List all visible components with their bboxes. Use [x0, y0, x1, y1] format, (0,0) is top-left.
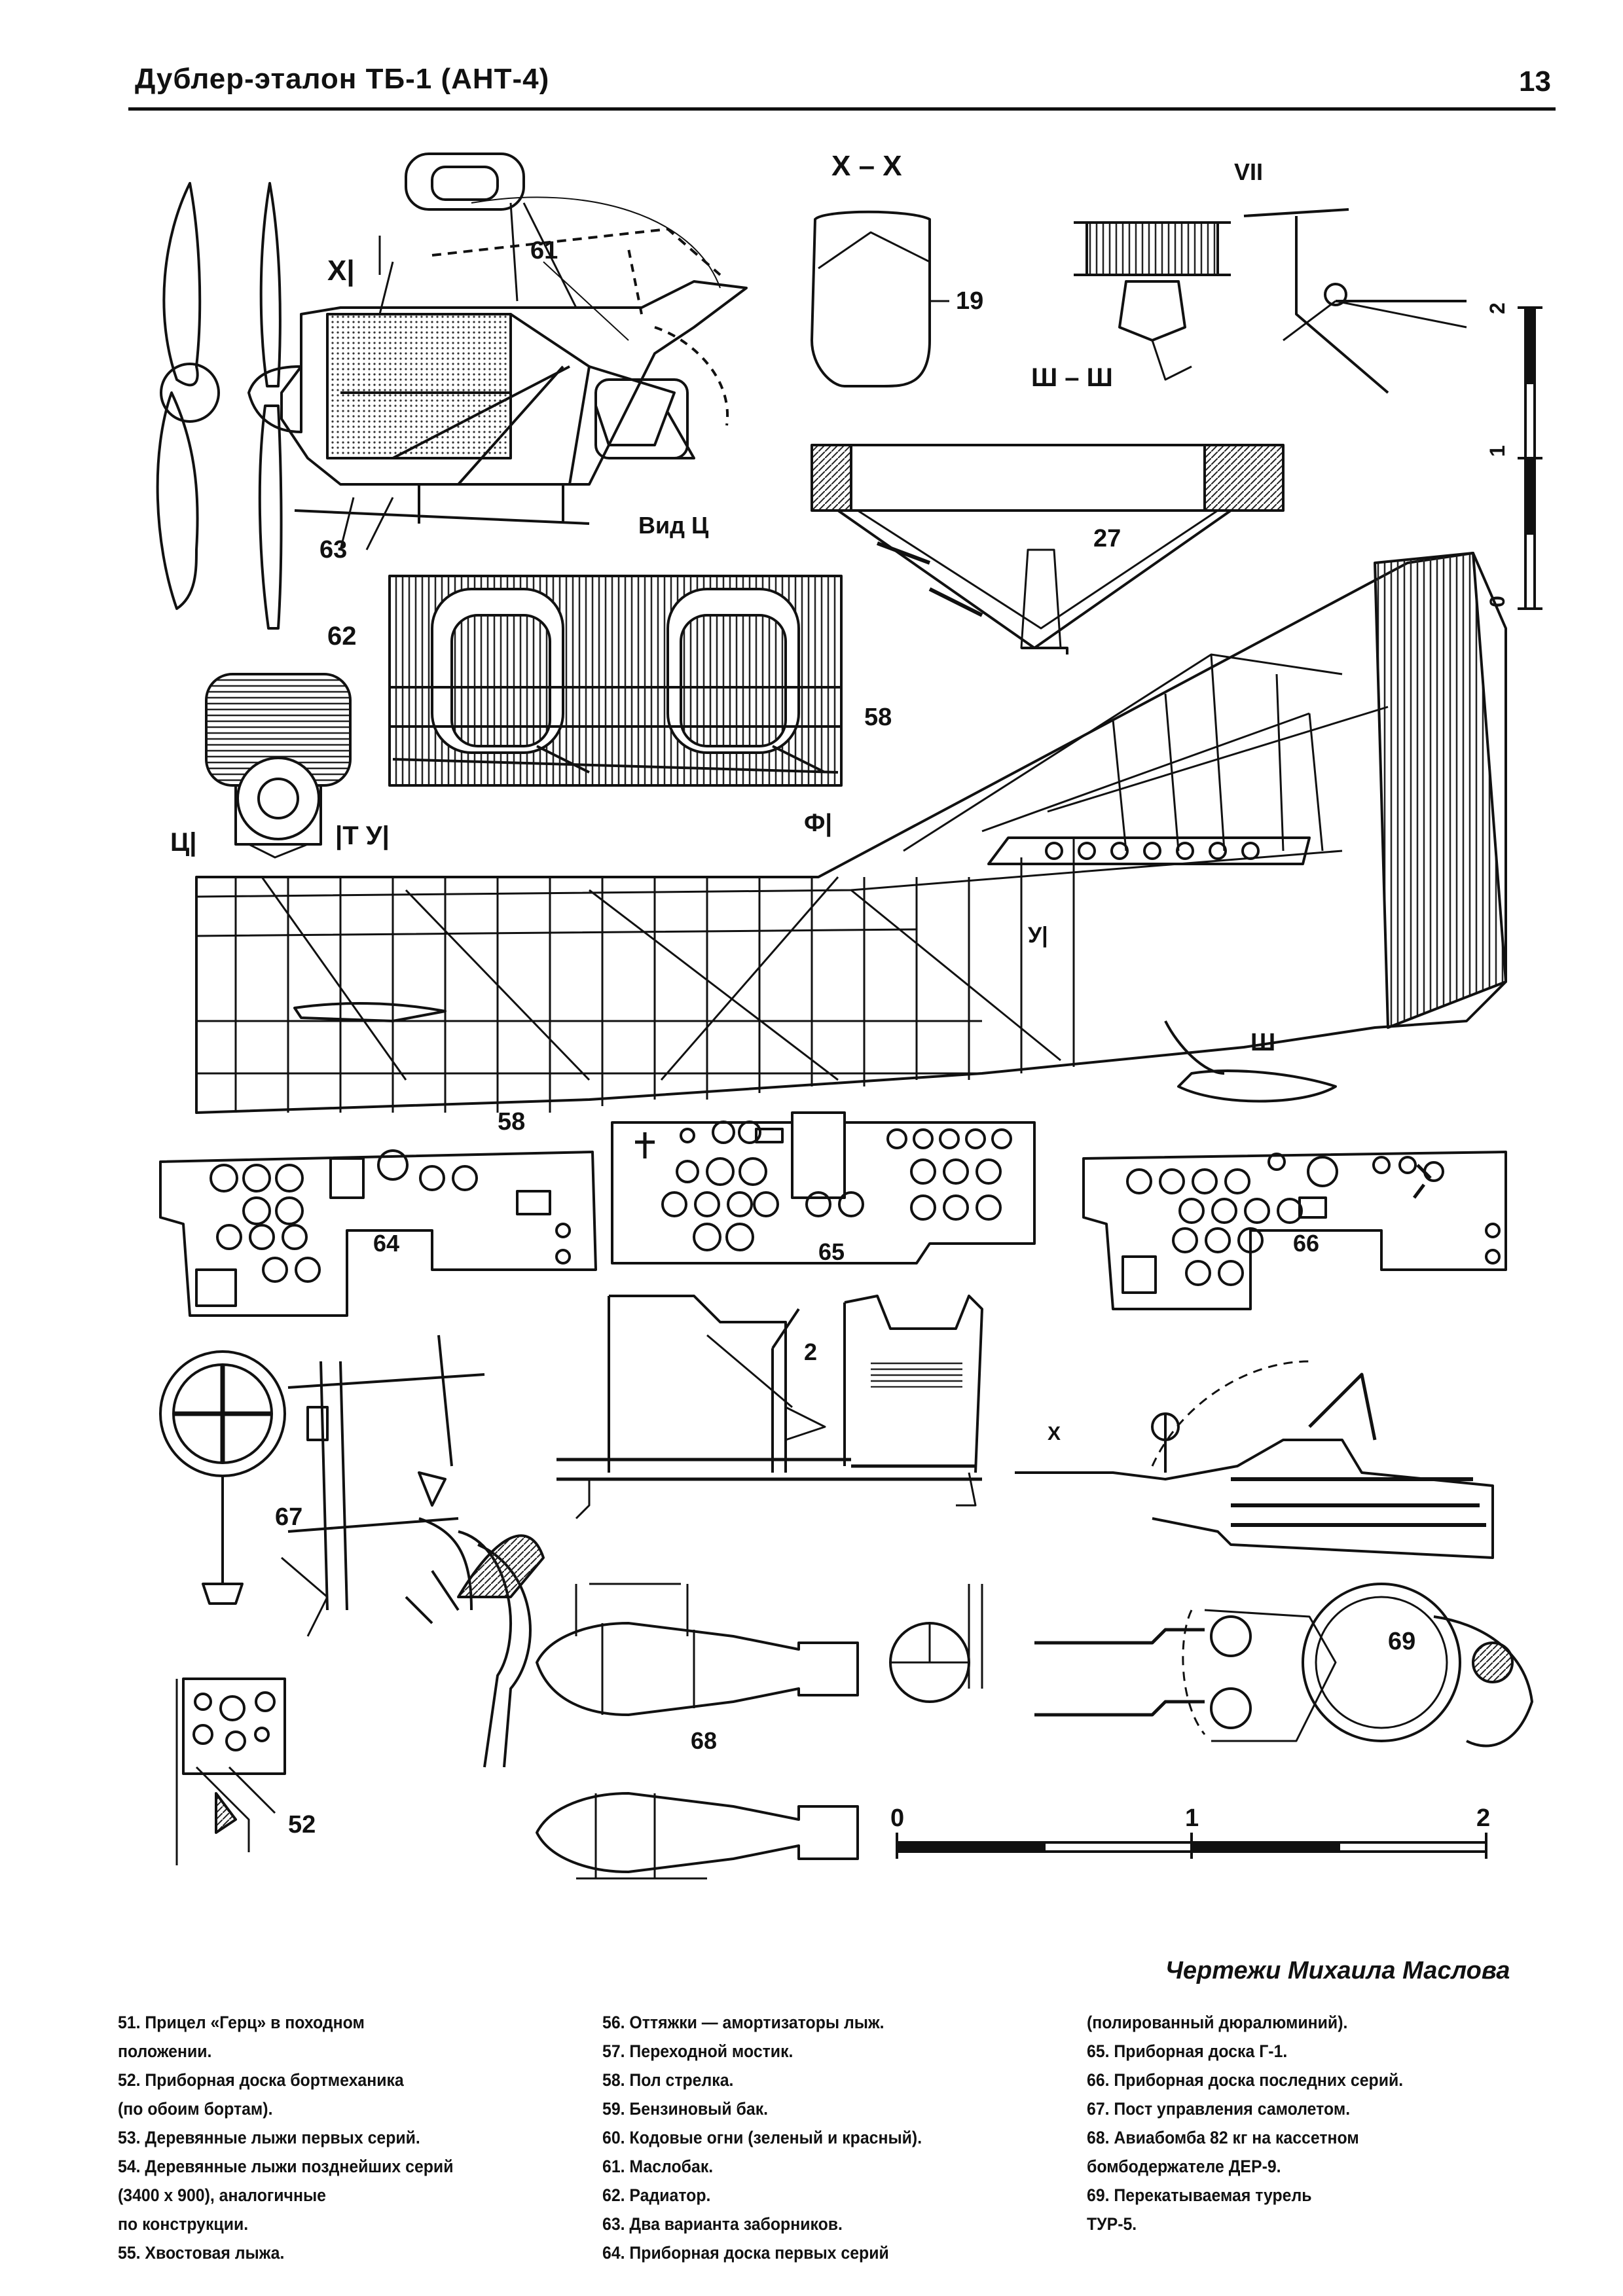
caption-line: 69. Перекатываемая турель: [1087, 2185, 1312, 2205]
label-61: 61: [530, 237, 558, 264]
label-section-tu: |Т У|: [335, 821, 390, 850]
caption-line: 52. Приборная доска бортмеханика: [118, 2070, 404, 2090]
scale-h-2: 2: [1476, 1804, 1490, 1832]
fuselage-tail-side-view: [195, 552, 1507, 1114]
scale-h-1: 1: [1185, 1804, 1199, 1832]
label-52: 52: [288, 1811, 316, 1839]
control-post-drawing: [159, 1335, 545, 1768]
caption-line: (полированный дюралюминий).: [1087, 2013, 1348, 2032]
caption-line: 58. Пол стрелка.: [602, 2070, 734, 2090]
caption-line: 62. Радиатор.: [602, 2185, 711, 2205]
engine-nacelle-side-view: [280, 152, 748, 550]
drawings-credit: Чертежи Михаила Маслова: [1165, 1957, 1510, 1984]
label-58-top: 58: [864, 704, 892, 731]
label-section-f: Ф|: [804, 810, 832, 837]
scale-v-1: 1: [1486, 445, 1509, 457]
label-view-sh-sh: Ш – Ш: [1031, 363, 1113, 392]
label-mark-sh: Ш: [1250, 1029, 1275, 1056]
label-view-x-x: X – X: [831, 150, 902, 182]
label-mark-u: У|: [1028, 923, 1048, 948]
caption-line: 68. Авиабомба 82 кг на кассетном: [1087, 2128, 1359, 2147]
caption-line: 57. Переходной мостик.: [602, 2041, 793, 2061]
radiator-drawing: [205, 673, 352, 859]
caption-line: 53. Деревянные лыжи первых серий.: [118, 2128, 420, 2147]
caption-line: (по обоим бортам).: [118, 2099, 273, 2119]
bomb-drawing: [536, 1583, 983, 1880]
instrument-panel-64: [159, 1149, 597, 1317]
caption-line: ТУР-5.: [1087, 2214, 1137, 2234]
label-68: 68: [691, 1727, 717, 1754]
caption-line: 65. Приборная доска Г-1.: [1087, 2041, 1288, 2061]
label-vid-ts: Вид Ц: [638, 512, 709, 539]
caption-line: 66. Приборная доска последних серий.: [1087, 2070, 1404, 2090]
label-19: 19: [956, 287, 983, 315]
instrument-panel-65: [611, 1111, 1036, 1265]
caption-line: 63. Два варианта заборников.: [602, 2214, 843, 2234]
caption-line: положении.: [118, 2041, 212, 2061]
scale-v-2: 2: [1486, 302, 1509, 314]
label-mark-x-bottom: Х: [1048, 1423, 1061, 1444]
page-number: 13: [1519, 65, 1551, 98]
page-header-title: Дублер-эталон ТБ-1 (АНТ-4): [135, 63, 550, 95]
captions-column-1: 51. Прицел «Герц» в походном положении. …: [118, 2008, 453, 2267]
instrument-panel-66: [1082, 1151, 1507, 1310]
gunner-bridge-drawing: [556, 1295, 983, 1520]
caption-line: (3400 x 900), аналогичные: [118, 2185, 327, 2205]
captions-column-2: 56. Оттяжки — амортизаторы лыж. 57. Пере…: [602, 2008, 922, 2267]
vertical-scale-bar: [1518, 306, 1542, 610]
label-65: 65: [818, 1238, 845, 1265]
label-63: 63: [319, 536, 347, 564]
caption-line: 59. Бензиновый бак.: [602, 2099, 769, 2119]
section-x-x-drawing: [811, 210, 949, 387]
caption-line: 55. Хвостовая лыжа.: [118, 2243, 285, 2263]
label-view-vii: VII: [1234, 158, 1263, 185]
technical-drawing: X| 61 63 X – X 19 VII 0 1: [156, 150, 1542, 1880]
caption-line: 54. Деревянные лыжи позднейших серий: [118, 2157, 454, 2176]
caption-line: 60. Кодовые огни (зеленый и красный).: [602, 2128, 922, 2147]
label-section-x: X|: [327, 255, 355, 287]
label-64: 64: [373, 1230, 399, 1257]
label-67: 67: [275, 1503, 302, 1531]
label-62: 62: [327, 622, 357, 651]
header-rule: [128, 107, 1556, 111]
caption-line: бомбодержателе ДЕР-9.: [1087, 2157, 1281, 2176]
view-vii-drawing: [1074, 208, 1467, 394]
label-66: 66: [1293, 1230, 1319, 1257]
engineer-panel-drawing: [175, 1677, 286, 1865]
label-2: 2: [804, 1338, 817, 1365]
caption-line: 51. Прицел «Герц» в походном: [118, 2013, 365, 2032]
view-ts-drawing: [388, 575, 843, 787]
label-27: 27: [1093, 525, 1121, 552]
caption-line: 56. Оттяжки — амортизаторы лыж.: [602, 2013, 884, 2032]
scale-v-0: 0: [1486, 596, 1509, 607]
turret-drawing: [1015, 1360, 1533, 1748]
caption-line: 67. Пост управления самолетом.: [1087, 2099, 1351, 2119]
section-sh-sh-drawing: [811, 444, 1285, 655]
caption-line: 61. Маслобак.: [602, 2157, 714, 2176]
captions-column-3: (полированный дюралюминий). 65. Приборна…: [1087, 2008, 1403, 2238]
scale-h-0: 0: [890, 1804, 904, 1832]
label-69: 69: [1388, 1628, 1415, 1655]
horizontal-scale-bar: [896, 1833, 1487, 1859]
label-58-bottom: 58: [498, 1108, 525, 1136]
caption-line: по конструкции.: [118, 2214, 249, 2234]
propeller-drawing: [156, 182, 302, 630]
label-section-ts: Ц|: [170, 828, 196, 857]
caption-line: 64. Приборная доска первых серий: [602, 2243, 889, 2263]
